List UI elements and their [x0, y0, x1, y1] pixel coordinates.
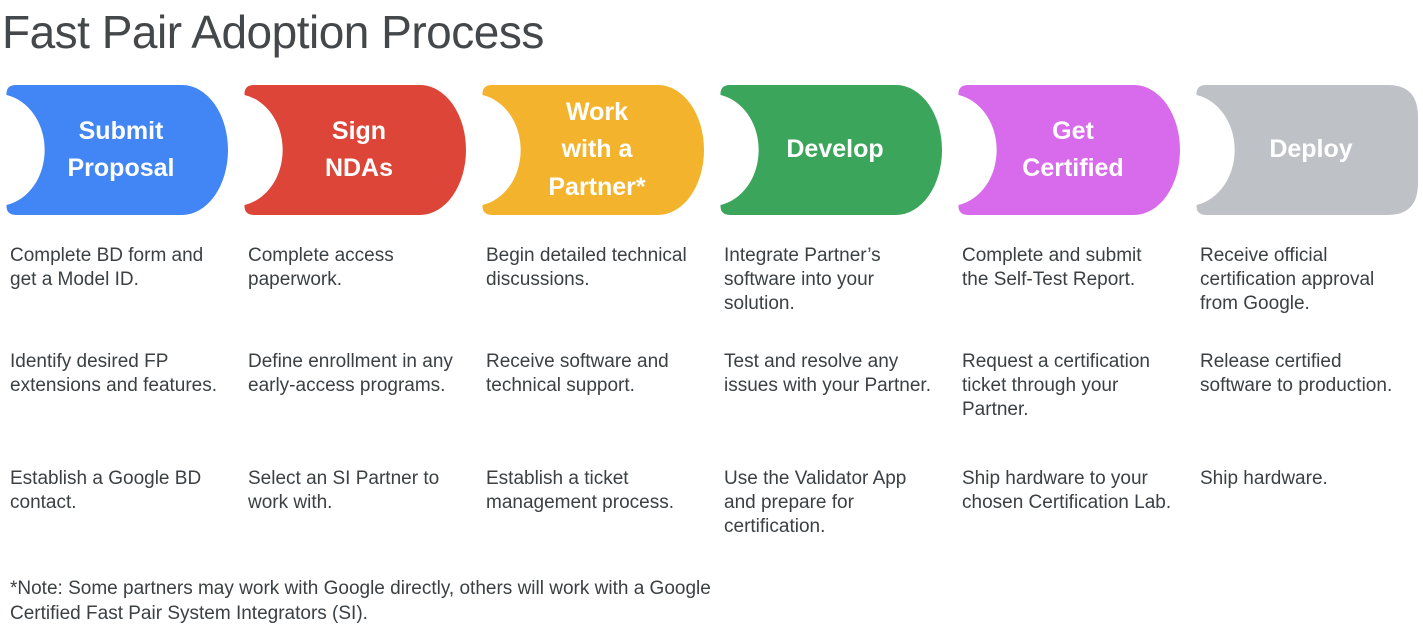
step-task: Establish a Google BD contact.: [10, 468, 202, 514]
step-task: Complete access paperwork.: [248, 245, 394, 291]
step-pill-work-with-partner: Work with a Partner*: [476, 85, 704, 215]
step-task: Begin detailed technical discussions.: [486, 245, 687, 291]
step-label: Submit Proposal: [67, 116, 175, 183]
step-arrow-shape: [6, 85, 228, 215]
step-end-shape: [1196, 85, 1418, 215]
step-pill-develop: Develop: [714, 85, 942, 215]
step-task: Receive software and technical support.: [486, 351, 669, 397]
step-task: Request a certification ticket through y…: [962, 351, 1150, 421]
step-task: Complete and submit the Self-Test Report…: [962, 245, 1142, 291]
step-task: Select an SI Partner to work with.: [248, 468, 440, 514]
step-arrow-shape: [482, 85, 704, 215]
step-pill-submit-proposal: Submit Proposal: [0, 85, 228, 215]
step-label: Get Certified: [1022, 116, 1124, 183]
step-label: Deploy: [1269, 135, 1353, 164]
step-pill-deploy: Deploy: [1190, 85, 1418, 215]
step-label: Develop: [786, 135, 884, 164]
step-arrow-shape: [244, 85, 466, 215]
step-task: Receive official certification approval …: [1200, 245, 1375, 315]
step-task: Integrate Partner’s software into your s…: [724, 245, 881, 315]
step-pill-get-certified: Get Certified: [952, 85, 1180, 215]
step-task: Ship hardware to your chosen Certificati…: [962, 468, 1172, 514]
step-task: Test and resolve any issues with your Pa…: [724, 351, 931, 397]
step-arrow-shape: [958, 85, 1180, 215]
step-task: Identify desired FP extensions and featu…: [10, 351, 218, 397]
step-task: Ship hardware.: [1200, 468, 1328, 489]
tasks-grid: Complete BD form and get a Model ID. Com…: [0, 244, 1423, 539]
page-title: Fast Pair Adoption Process: [2, 6, 544, 58]
step-label: Work with a Partner*: [548, 97, 646, 201]
step-task: Use the Validator App and prepare for ce…: [724, 468, 907, 538]
step-task: Define enrollment in any early-access pr…: [248, 351, 453, 397]
step-task: Establish a ticket management process.: [486, 468, 674, 514]
step-pill-sign-ndas: Sign NDAs: [238, 85, 466, 215]
step-arrow-shape: [720, 85, 942, 215]
step-task: Complete BD form and get a Model ID.: [10, 245, 204, 291]
process-flow: Submit Proposal Sign NDAs Work with a Pa…: [0, 85, 1418, 215]
step-label: Sign NDAs: [324, 116, 394, 183]
step-task: Release certified software to production…: [1200, 351, 1393, 397]
footnote: *Note: Some partners may work with Googl…: [10, 578, 711, 625]
